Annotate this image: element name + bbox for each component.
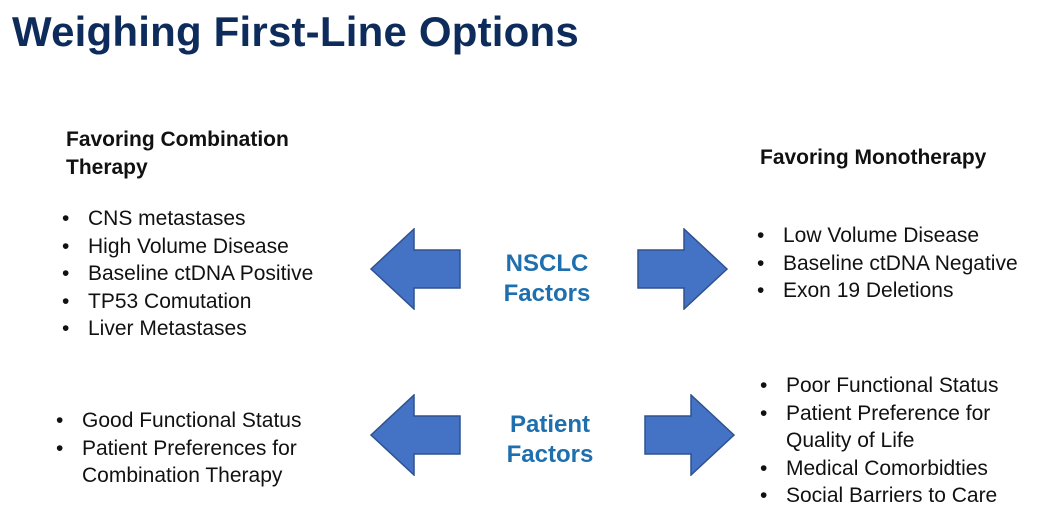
list-item: • Patient Preferences for Combination The…: [56, 435, 356, 490]
list-item: • High Volume Disease: [62, 233, 362, 261]
right-arrow-icon: [637, 228, 728, 310]
patient-combination-list: • Good Functional Status • Patient Preferen…: [56, 407, 356, 490]
list-item: • Good Functional Status: [56, 407, 356, 435]
nsclc-combination-list: • CNS metastases • High Volume Disease • Base…: [62, 205, 362, 343]
list-item-text: Medical Comorbidties: [786, 456, 988, 480]
bullet-icon: •: [62, 317, 70, 340]
list-item: • Baseline ctDNA Positive: [62, 260, 362, 288]
left-arrow-icon: [370, 228, 461, 310]
patient-monotherapy-list: • Poor Functional Status • Patient Preferen…: [760, 372, 1045, 510]
list-item: • Exon 19 Deletions: [757, 277, 1047, 305]
list-item-text: Liver Metastases: [88, 317, 247, 340]
list-item-text: Patient Preference for Quality of Life: [786, 401, 991, 453]
bullet-icon: •: [62, 234, 70, 258]
list-item: • CNS metastases: [62, 205, 362, 233]
bullet-icon: •: [56, 436, 64, 460]
patient-factors-label: Patient Factors: [490, 410, 610, 470]
list-item-text: Patient Preferences for Combination Ther…: [82, 436, 297, 488]
list-item: • Low Volume Disease: [757, 222, 1047, 250]
list-item: • Poor Functional Status: [760, 372, 1045, 400]
list-item-text: Good Functional Status: [82, 409, 302, 432]
bullet-icon: •: [760, 374, 768, 397]
bullet-icon: •: [757, 224, 765, 247]
nsclc-monotherapy-list: • Low Volume Disease • Baseline ctDNA Negat…: [757, 222, 1047, 305]
left-arrow-icon: [370, 394, 461, 476]
bullet-icon: •: [760, 456, 768, 480]
list-item: • Social Barriers to Care: [760, 482, 1045, 510]
bullet-icon: •: [56, 409, 64, 432]
list-item-text: Poor Functional Status: [786, 374, 999, 397]
list-item: • Baseline ctDNA Negative: [757, 250, 1047, 278]
bullet-icon: •: [757, 251, 765, 275]
nsclc-label-line1: NSCLC: [505, 250, 589, 277]
bullet-icon: •: [757, 279, 765, 302]
list-item-text: Social Barriers to Care: [786, 484, 998, 507]
list-item-text: High Volume Disease: [88, 234, 289, 258]
list-item: • Patient Preference for Quality of Life: [760, 400, 1045, 455]
list-item-text: Low Volume Disease: [783, 224, 980, 247]
heading-favoring-combination: Favoring Combination Therapy: [66, 128, 289, 179]
patient-label-line2: Factors: [506, 441, 594, 468]
list-item: • Liver Metastases: [62, 315, 362, 343]
patient-label-line1: Patient: [509, 411, 590, 438]
list-item: • Medical Comorbidties: [760, 455, 1045, 483]
list-item-text: Baseline ctDNA Negative: [783, 251, 1018, 275]
bullet-icon: •: [62, 262, 70, 285]
right-arrow-icon: [644, 394, 735, 476]
nsclc-label-line2: Factors: [503, 280, 591, 307]
bullet-icon: •: [760, 401, 768, 425]
heading-favoring-monotherapy: Favoring Monotherapy: [760, 146, 987, 169]
list-item-text: Baseline ctDNA Positive: [88, 262, 314, 285]
list-item-text: TP53 Comutation: [88, 289, 252, 313]
bullet-icon: •: [760, 484, 768, 507]
nsclc-factors-label: NSCLC Factors: [487, 249, 607, 309]
list-item: • TP53 Comutation: [62, 288, 362, 316]
list-item-text: Exon 19 Deletions: [783, 279, 954, 302]
list-item-text: CNS metastases: [88, 207, 246, 230]
bullet-icon: •: [62, 207, 70, 230]
slide-title: Weighing First-Line Options: [12, 8, 579, 55]
bullet-icon: •: [62, 289, 70, 313]
